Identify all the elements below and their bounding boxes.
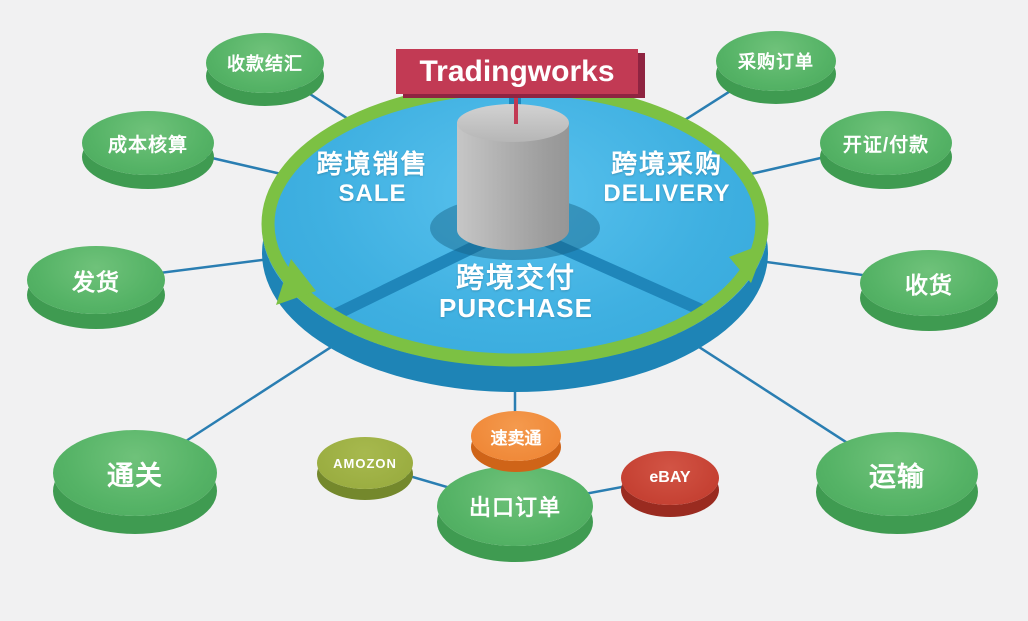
node-cost-accounting: 成本核算 [82,111,214,175]
node-transport: 运输 [816,432,978,516]
node-payment-lc: 开证/付款 [820,111,952,175]
node-label: 开证/付款 [842,134,930,156]
platform-label: 速卖通 [490,428,542,448]
section-purchase: 跨境交付 PURCHASE [406,262,626,324]
node-receive-goods: 收货 [860,250,998,316]
section-delivery: 跨境采购 DELIVERY [572,149,762,207]
node-label: 收款结汇 [227,54,303,74]
section-purchase-zh: 跨境交付 [455,262,576,293]
banner-pin [514,92,518,124]
title-banner: Tradingworks [396,49,638,94]
section-sale-zh: 跨境销售 [316,149,429,179]
node-label: 采购订单 [738,52,814,72]
ring-arrowhead-left [276,259,316,305]
node-ebay: eBAY [621,451,719,505]
node-export-order: 出口订单 [437,466,593,546]
section-delivery-en: DELIVERY [603,179,731,207]
node-ship-goods: 发货 [27,246,165,314]
central-cylinder-body [457,122,569,250]
section-delivery-zh: 跨境采购 [610,149,723,179]
section-sale-en: SALE [338,179,407,207]
platform-label: AMOZON [333,455,397,471]
node-label: 成本核算 [107,134,188,156]
node-purchase-order: 采购订单 [716,31,836,91]
section-sale: 跨境销售 SALE [285,149,460,207]
node-customs-clearance: 通关 [53,430,217,516]
node-label: 出口订单 [468,495,561,520]
section-purchase-en: PURCHASE [439,293,593,324]
node-amazon: AMOZON [317,437,413,489]
node-label: 收货 [905,272,953,298]
node-aliexpress: 速卖通 [471,411,561,461]
node-label: 通关 [107,460,163,491]
platform-label: eBAY [649,469,691,486]
ring-arrowhead-right [729,243,766,283]
diagram-title: Tradingworks [419,54,615,88]
node-label: 发货 [72,269,120,295]
node-collection-settlement: 收款结汇 [206,33,324,93]
node-label: 运输 [869,461,925,492]
central-cylinder-top [457,104,569,142]
